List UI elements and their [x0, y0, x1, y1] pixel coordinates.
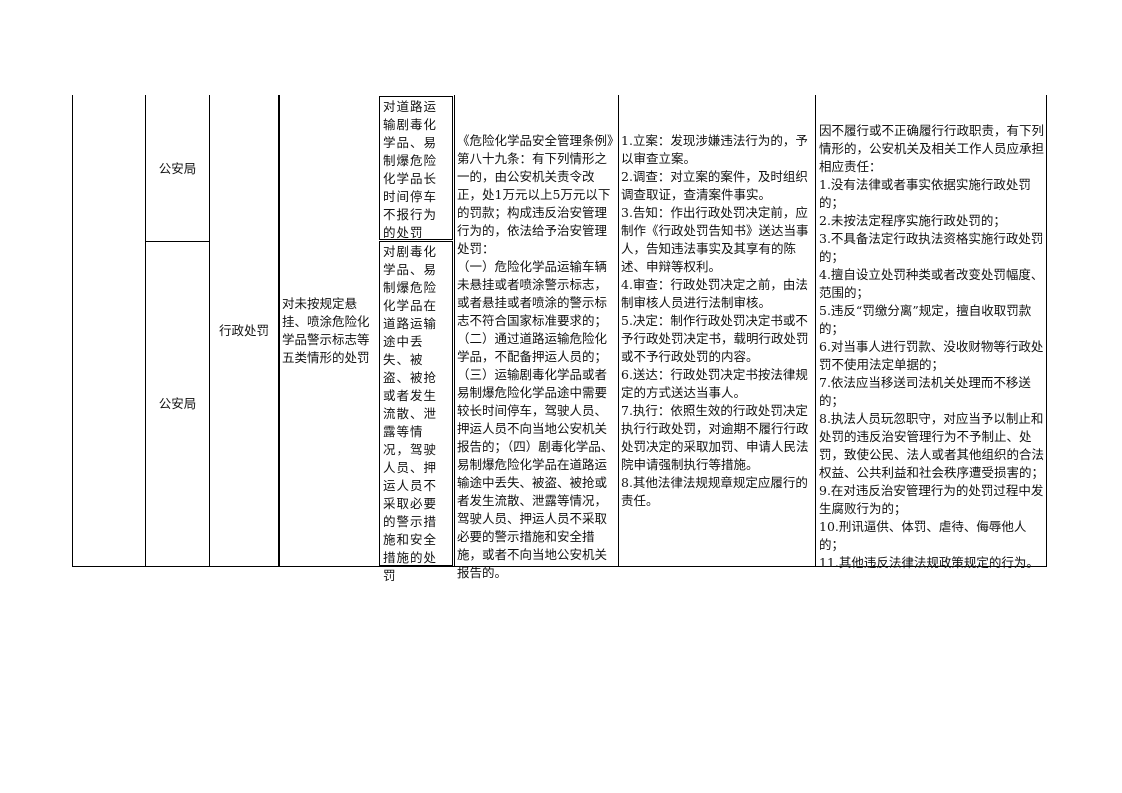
column-divider [209, 95, 210, 567]
table-border-right [1046, 95, 1047, 567]
table-cell-liability: 因不履行或不正确履行行政职责，有下列情形的，公安机关及相关工作人员应承担相应责任… [819, 104, 1045, 570]
item-name-text: 对未按规定悬挂、喷涂危险化学品警示标志等五类情形的处罚 [282, 296, 370, 365]
liability-text: 因不履行或不正确履行行政职责，有下列情形的，公安机关及相关工作人员应承担相应责任… [819, 123, 1045, 570]
table-cell-legal-basis: 《危险化学品安全管理条例》第八十九条：有下列情形之一的，由公安机关责令改正，处1… [457, 114, 617, 580]
table-cell-item-name: 对未按规定悬挂、喷涂危险化学品警示标志等五类情形的处罚 [282, 96, 378, 566]
procedure-text: 1.立案：发现涉嫌违法行为的，予以审查立案。 2.调查：对立案的案件，及时组织调… [621, 133, 809, 508]
row-divider [145, 241, 209, 242]
sub-item-text: 对道路运输剧毒化学品、易制爆危险化学品长时间停车不报行为的处罚 [383, 99, 438, 240]
column-divider [278, 95, 280, 567]
legal-basis-text: 《危险化学品安全管理条例》第八十九条：有下列情形之一的，由公安机关责令改正，处1… [457, 133, 614, 580]
sub-item-text: 对剧毒化学品、易制爆危险化学品在道路运输途中丢失、被盗、被抢或者发生流散、泄露等… [383, 244, 438, 583]
column-divider [815, 95, 816, 567]
table-cell-department: 公安局 [146, 242, 209, 566]
department-label: 公安局 [158, 160, 197, 176]
column-divider [145, 95, 146, 567]
table-cell-procedure: 1.立案：发现涉嫌违法行为的，予以审查立案。 2.调查：对立案的案件，及时组织调… [621, 114, 814, 566]
table-cell-department: 公安局 [146, 96, 209, 241]
column-divider [454, 95, 455, 567]
table-border-left [72, 95, 73, 567]
sub-item-box: 对道路运输剧毒化学品、易制爆危险化学品长时间停车不报行为的处罚 [379, 96, 453, 240]
column-divider [618, 95, 619, 567]
sub-item-box: 对剧毒化学品、易制爆危险化学品在道路运输途中丢失、被盗、被抢或者发生流散、泄露等… [379, 241, 453, 583]
department-label: 公安局 [158, 396, 197, 411]
table-border-bottom [72, 566, 1047, 567]
category-label: 行政处罚 [218, 323, 269, 338]
table-cell-category: 行政处罚 [210, 96, 278, 566]
